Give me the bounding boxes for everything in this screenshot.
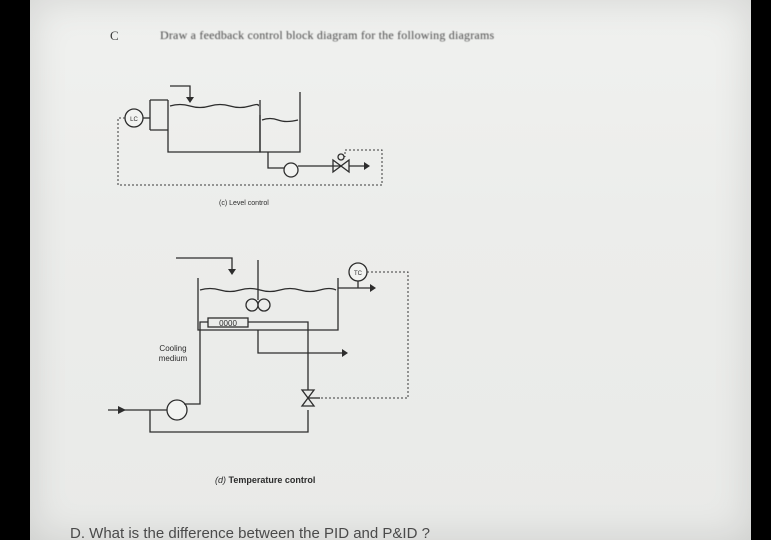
cooling-pump — [166, 399, 188, 421]
feed-line — [176, 257, 233, 272]
cooling-medium-label: Cooling medium — [158, 344, 188, 363]
level-transmitter — [149, 99, 168, 131]
agitator-blade-right — [257, 298, 271, 312]
question-c-letter: C — [110, 28, 119, 43]
cooling-inlet-arrowhead — [118, 406, 126, 414]
reactor-vessel — [197, 278, 339, 331]
tank-1-level — [169, 103, 259, 109]
pump-1 — [283, 162, 299, 178]
control-valve-2 — [300, 389, 316, 407]
recirculation-line — [149, 410, 309, 433]
feed-arrowhead — [228, 269, 236, 275]
outlet-pipe — [267, 152, 285, 169]
cooling-coil-icon: 0000 — [219, 319, 237, 328]
product-outlet — [257, 330, 346, 354]
level-control-figure: LC — [117, 85, 383, 186]
level-control-caption: (c) Level control — [219, 200, 269, 207]
temperature-control-figure: 0000 TC — [108, 257, 409, 433]
vessel-level — [199, 287, 337, 293]
tank-2-level — [261, 117, 299, 123]
outlet-arrowhead — [364, 162, 370, 170]
agitator-blade-left — [245, 298, 259, 312]
inflow-arrowhead — [186, 97, 194, 103]
exam-paper — [30, 0, 751, 540]
product-arrowhead — [342, 349, 348, 357]
temperature-caption-prefix: (d) — [215, 475, 226, 485]
coil-inlet-line — [199, 321, 208, 390]
level-signal-line — [117, 117, 383, 186]
temperature-control-caption: (d) Temperature control — [215, 475, 315, 485]
top-outlet-arrowhead — [370, 284, 376, 292]
tank-2 — [259, 92, 301, 153]
question-d-text: D. What is the difference between the PI… — [70, 525, 430, 540]
temperature-signal-line — [320, 271, 409, 399]
lc-tag: LC — [130, 117, 138, 123]
question-c-text: Draw a feedback control block diagram fo… — [160, 28, 495, 42]
tc-tag: TC — [354, 271, 363, 277]
pump-to-coil — [184, 390, 201, 405]
inflow-line — [170, 85, 191, 100]
tank-1 — [167, 100, 261, 153]
valve-actuator-1 — [337, 153, 345, 161]
temperature-caption-text: Temperature control — [228, 475, 316, 485]
coil-outlet-line — [248, 321, 309, 390]
